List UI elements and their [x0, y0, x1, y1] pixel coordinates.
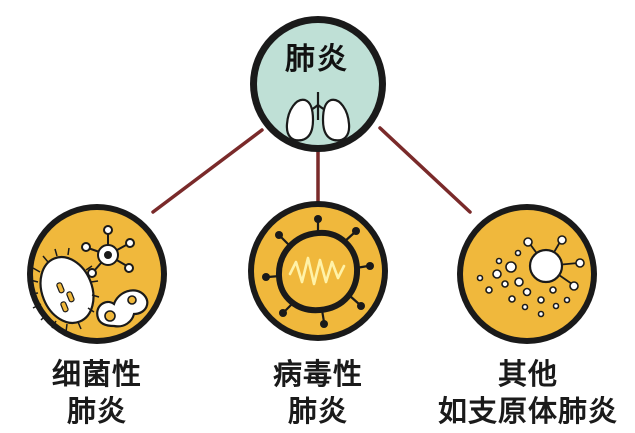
other-label: 其他 如支原体肺炎: [428, 356, 628, 430]
other-node: [457, 204, 597, 344]
bacterial-label: 细菌性 肺炎: [22, 356, 172, 430]
other-label-line2: 如支原体肺炎: [437, 394, 618, 428]
viral-label: 病毒性 肺炎: [243, 356, 393, 430]
other-label-line1: 其他: [497, 357, 558, 391]
lungs-icon: [285, 92, 351, 142]
center-title: 肺炎: [285, 42, 349, 77]
bacteria-icon: [29, 225, 149, 333]
viral-node: [248, 201, 388, 341]
center-node: [250, 16, 386, 152]
connector-center-to-other: [378, 126, 472, 214]
viral-label-line1: 病毒性: [272, 357, 363, 391]
bacterial-label-line2: 肺炎: [66, 394, 127, 428]
bacterial-node: [27, 204, 167, 344]
connector-center-to-bacterial: [151, 128, 264, 214]
mycoplasma-icon: [476, 235, 585, 318]
viral-label-line2: 肺炎: [287, 394, 348, 428]
bacterial-label-line1: 细菌性: [51, 357, 142, 391]
virus-icon: [262, 215, 374, 328]
